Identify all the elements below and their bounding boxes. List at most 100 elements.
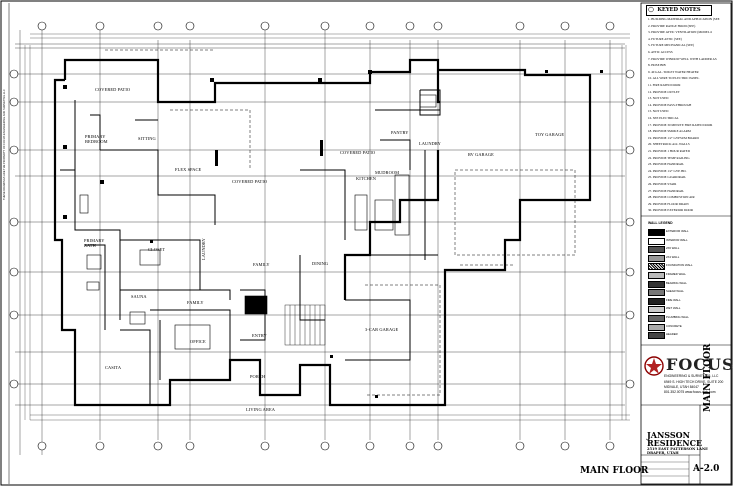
keyed-note: 15. NOT USED [648,109,669,114]
keyed-note: 18. PROVIDE SMOKE ALARM [648,129,691,134]
legend-row: FRAMED WALL [648,271,712,279]
legend-swatch [648,246,665,254]
title-block-frame [640,2,732,485]
grid-bubble [9,217,19,227]
keyed-note: 29. PROVIDE FLOOR DRAIN [648,201,689,206]
grid-bubble [9,69,19,79]
legend-label: 2X4 WALL [666,254,680,259]
project-name-2: RESIDENCE [647,438,703,448]
legend-row: INTERIOR WALL [648,237,712,245]
grid-bubble [320,21,330,31]
legend-swatch [648,306,665,314]
legend-label: BEARING WALL [666,280,687,285]
grid-bubble [605,21,615,31]
firm-sub: ENGINEERING & SURVEYING, LLC [664,374,719,378]
keyed-note: 6. ATTIC ACCESS [648,50,673,54]
legend-row: EXTERIOR WALL [648,228,712,236]
grid-bubble [515,21,525,31]
keyed-note: 17. PROVIDE 30 MINUTE FIRE RATED DOOR [648,122,713,127]
keyed-note: 8. HOSE BIB [648,63,666,68]
keyed-note: 12. PROVIDE OUTLET [648,89,680,94]
legend-swatch [648,323,665,331]
keyed-note: 14. PROVIDE PASS-THROUGH [648,102,692,107]
grid-bubble [185,441,195,451]
legend-row: FOUNDATION WALL [648,262,712,271]
plan-footer-title: MAIN FLOOR [580,466,649,476]
grid-bubble [37,21,47,31]
keyed-note: 25. PROVIDE GUARDRAIL [648,175,687,180]
grid-bubble [433,441,443,451]
room-label-covered-patio-a: COVERED PATIO [95,87,131,92]
keyed-note: 11. FIRE RATED DOOR [648,83,681,87]
legend-label: WET WALL [666,306,681,311]
legend-row: 2X4 WALL [648,254,712,262]
legend-label: 2X6 WALL [666,246,680,251]
legend-swatch [648,263,665,271]
grid-bubble [625,217,635,227]
room-label-office: OFFICE [190,339,206,344]
legend-row: WET WALL [648,305,712,314]
grid-bubble [9,145,19,155]
grid-bubble [37,441,47,451]
keyed-notes-header: KEYED NOTES [646,5,712,16]
keyed-note: 19. PROVIDE 1/2" GYPSUM BOARD [648,135,699,140]
legend-swatch [648,272,665,279]
firm-line-1: 6949 S. HIGH TECH DRIVE, SUITE 200 [664,380,724,384]
grid-bubble [9,267,19,277]
project-name-1: JANSSON [647,430,690,440]
grid-bubble [625,145,635,155]
grid-bubble [515,441,525,451]
grid-bubble [625,267,635,277]
room-label-flex-space: FLEX SPACE [175,167,202,172]
firm-line-2: MIDVALE, UTAH 84047 [664,385,699,389]
room-label-rv-garage: RV GARAGE [468,152,494,157]
legend-label: INTERIOR WALL [666,237,688,242]
keyed-note: 21. PROVIDE 1 HOUR RATED [648,149,690,153]
grid-bubble [185,21,195,31]
keyed-note: 27. PROVIDE HANDRAIL [648,188,685,193]
grid-bubble [405,21,415,31]
room-label-covered-patio-c: COVERED PATIO [340,150,376,155]
grid-bubble [9,379,19,389]
room-label-primary-bedroom: PRIMARY BEDROOM [85,134,108,144]
room-label-pantry: PANTRY [391,130,409,135]
keyed-note: 10. ALL WIRE TO ELECTRIC PANEL [648,76,700,81]
wall-legend-header: WALL LEGEND [648,221,673,225]
room-label-family-2: FAMILY [187,300,204,305]
legend-label: CONCRETE [666,323,682,328]
keyed-note: 9. 40 GAL. TOILET WATER HEATER [648,69,699,74]
room-label-kitchen: KITCHEN [356,176,376,181]
grid-bubble [560,441,570,451]
legend-label: FRAMED WALL [666,272,687,276]
legend-label: FOUNDATION WALL [666,263,693,268]
room-label-closet: CLOSET [148,247,166,252]
room-label-sauna: SAUNA [131,294,147,299]
grid-bubble [260,21,270,31]
grid-bubble [260,441,270,451]
project-address-2: DRAPER, UTAH [647,451,679,455]
room-label-toy-garage: TOY GARAGE [535,132,565,137]
legend-label: EXTERIOR WALL [666,229,689,233]
grid-bubble [433,21,443,31]
grid-bubble [365,21,375,31]
legend-swatch [648,332,665,340]
legend-row: CONCRETE [648,323,712,331]
room-label-living-area: LIVING AREA [246,407,276,412]
firm-name: FOCUS [666,355,733,374]
keyed-note: 1. BUILDING MATERIAL AND APPLICATION (SE… [648,17,720,21]
room-label-3-car-garage: 3-CAR GARAGE [365,327,399,332]
legend-row: FIRE WALL [648,297,712,305]
grid-bubble [153,441,163,451]
grid-bubble [625,310,635,320]
keyed-note: 2. PROVIDE RANGE HOOD (SEE) [648,23,696,28]
keyed-note: 5. FUTURE MECHANICAL (SEE) [648,43,695,48]
grid-bubble [9,97,19,107]
legend-label: FIRE WALL [666,297,681,302]
grid-bubble [153,21,163,31]
keyed-note: 7. PROVIDE WINDOW WELL WITH LADDER AS [648,56,717,61]
legend-row: BEARING WALL [648,280,712,288]
legend-swatch [648,254,665,262]
keyed-note: 24. PROVIDE 1/2" GYP. BD. [648,168,687,173]
